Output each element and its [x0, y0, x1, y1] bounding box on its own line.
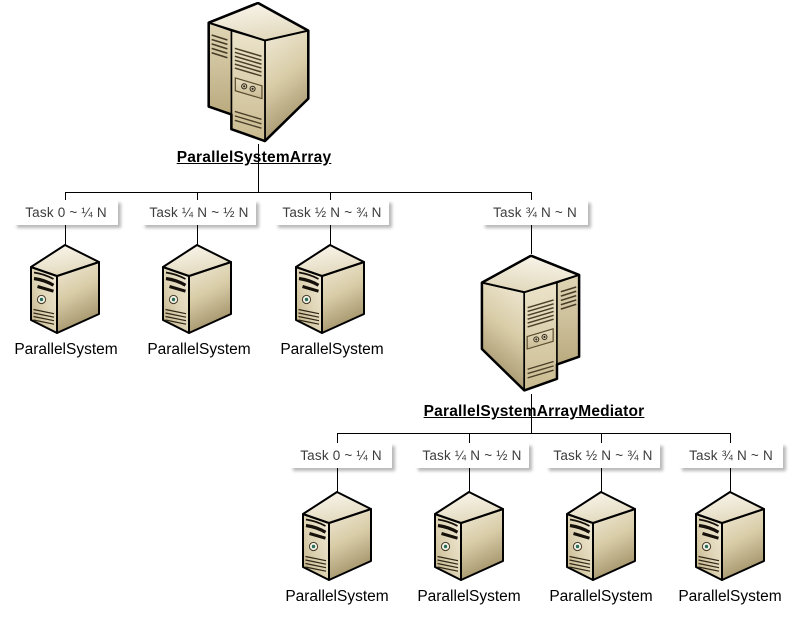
task-label-box: Task ¼ N ~ ½ N [142, 200, 256, 225]
task-label: Task 0 ~ ¼ N [25, 205, 107, 220]
task-label: Task 0 ~ ¼ N [300, 448, 382, 463]
task-label-box: Task ¾ N ~ N [482, 200, 588, 225]
root-node-label: ParallelSystemArray [176, 149, 332, 166]
node-label: ParallelSystem [147, 341, 251, 358]
task-label: Task ¼ N ~ ½ N [149, 205, 249, 220]
task-label: Task ¾ N ~ N [493, 205, 577, 220]
task-label: Task ¼ N ~ ½ N [422, 448, 522, 463]
mediator-node-label: ParallelSystemArrayMediator [423, 403, 645, 420]
mediator-server-icon [480, 252, 582, 396]
node-label: ParallelSystem [14, 341, 118, 358]
task-label-box: Task 0 ~ ¼ N [14, 200, 118, 225]
connector-root-drop [258, 144, 259, 192]
task-label-box: Task ¼ N ~ ½ N [415, 443, 529, 468]
node-label: ParallelSystem [678, 588, 782, 605]
node-label: ParallelSystem [549, 588, 653, 605]
task-label-box: Task ¾ N ~ N [679, 443, 783, 468]
task-label-box: Task 0 ~ ¼ N [290, 443, 392, 468]
task-label: Task ¾ N ~ N [689, 448, 773, 463]
task-label: Task ½ N ~ ¾ N [282, 205, 382, 220]
node-label: ParallelSystem [280, 341, 384, 358]
parallel-system-icon [25, 243, 103, 337]
node-label: ParallelSystem [285, 588, 389, 605]
connector-bottom-rail [337, 433, 730, 434]
parallel-system-icon [690, 490, 768, 584]
task-label-box: Task ½ N ~ ¾ N [275, 200, 389, 225]
server-array-icon [205, 2, 311, 144]
task-label: Task ½ N ~ ¾ N [553, 448, 653, 463]
parallel-system-icon [429, 490, 507, 584]
parallel-system-icon [290, 243, 368, 337]
parallel-system-icon [561, 490, 639, 584]
parallel-system-icon [297, 490, 375, 584]
task-label-box: Task ½ N ~ ¾ N [546, 443, 660, 468]
node-label: ParallelSystem [417, 588, 521, 605]
connector-top-rail [65, 192, 532, 193]
parallel-system-icon [157, 243, 235, 337]
connector-mediator-drop [531, 394, 532, 433]
